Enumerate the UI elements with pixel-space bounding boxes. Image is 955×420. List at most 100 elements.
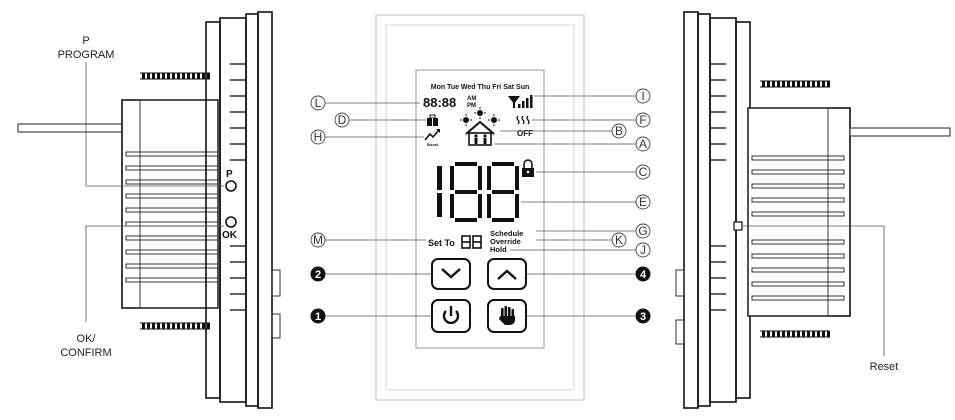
lcd-setpoint-digits <box>461 235 482 249</box>
callout-1: 1 <box>310 308 432 324</box>
callout-D: D <box>334 112 426 128</box>
svg-text:3: 3 <box>640 311 646 323</box>
confirm-label-line2: CONFIRM <box>60 347 111 359</box>
right-clip-b <box>675 319 685 345</box>
callout-C: C <box>536 164 651 180</box>
reset-leader <box>742 225 885 356</box>
front-view: Mon Tue Wed Thu Fri Sat Sun 88:88 AM PM … <box>310 14 651 401</box>
right-bezel-ticks <box>710 63 726 311</box>
svg-text:G: G <box>638 224 647 238</box>
callout-B: B <box>500 123 627 139</box>
callout-L: L <box>310 95 420 111</box>
lcd-override: Override <box>490 237 521 246</box>
callout-2: 2 <box>310 266 432 282</box>
p-key-label: P <box>226 169 233 180</box>
left-clip-b <box>271 313 281 339</box>
svg-text:1: 1 <box>315 311 321 323</box>
hand-icon <box>499 306 515 325</box>
sun-moon-icons <box>460 107 500 126</box>
svg-text:H: H <box>314 130 323 144</box>
svg-text:L: L <box>315 96 322 110</box>
right-wire <box>849 127 951 137</box>
svg-text:B: B <box>615 124 623 138</box>
right-screw-bottom <box>760 330 830 338</box>
lcd-pm: PM <box>467 103 476 109</box>
left-wire <box>17 123 123 133</box>
right-side-view: Reset <box>675 11 951 409</box>
power-button[interactable] <box>431 299 471 333</box>
right-screw-top <box>760 80 830 88</box>
lcd-temperature-digits <box>437 162 519 222</box>
boost-icon <box>424 129 440 141</box>
callout-3: 3 <box>526 308 651 324</box>
svg-text:A: A <box>639 137 647 151</box>
hand-override-button[interactable] <box>487 299 527 333</box>
program-label-line1: P <box>82 35 89 47</box>
right-vents <box>751 155 845 301</box>
lcd-off: OFF <box>517 129 533 138</box>
callout-F: F <box>532 112 651 128</box>
heating-icon <box>516 115 530 125</box>
callout-G: G <box>536 223 651 239</box>
svg-text:4: 4 <box>640 269 647 281</box>
svg-text:J: J <box>640 243 646 257</box>
callout-M: M <box>310 232 426 248</box>
lcd-schedule: Schedule <box>490 229 523 238</box>
lcd-clock: 88:88 <box>423 95 456 110</box>
svg-text:I: I <box>641 89 644 103</box>
ok-key-label: OK <box>222 230 238 241</box>
svg-text:D: D <box>338 113 347 127</box>
left-bezel-ticks <box>230 63 246 311</box>
callout-H: H <box>310 129 424 145</box>
left-cover <box>245 13 259 407</box>
signal-icon <box>508 95 533 108</box>
callout-E: E <box>521 194 651 210</box>
chevron-up-icon <box>497 269 517 280</box>
ok-key[interactable] <box>225 216 237 228</box>
p-key[interactable] <box>225 180 237 192</box>
reset-pinhole[interactable] <box>733 221 743 231</box>
svg-text:E: E <box>639 195 647 209</box>
lcd-hold: Hold <box>490 245 507 254</box>
right-clip-a <box>675 269 685 297</box>
svg-text:K: K <box>615 233 623 247</box>
left-screw-bottom <box>140 322 210 330</box>
right-face <box>683 11 699 409</box>
front-inner-frame <box>385 24 575 391</box>
lcd-days: Mon Tue Wed Thu Fri Sat Sun <box>431 84 530 91</box>
lcd-set-to: Set To <box>428 238 455 248</box>
lock-icon <box>522 159 534 177</box>
svg-text:F: F <box>639 113 646 127</box>
up-button[interactable] <box>487 258 527 290</box>
left-clip-a <box>271 269 281 297</box>
lcd-am: AM <box>467 96 476 102</box>
home-icon <box>465 120 495 146</box>
away-briefcase-icon <box>427 114 438 126</box>
svg-text:M: M <box>313 233 323 247</box>
power-icon <box>442 306 460 325</box>
callout-I: I <box>534 88 651 104</box>
left-vents <box>125 151 219 283</box>
callout-K: K <box>536 232 627 248</box>
program-leader <box>85 62 224 187</box>
left-face <box>257 11 273 409</box>
confirm-leader <box>85 225 224 322</box>
left-side-view: P OK P PROGRAM OK/ CONFIRM <box>17 11 281 409</box>
left-back-box <box>121 99 219 309</box>
left-screw-top <box>140 72 210 80</box>
down-button[interactable] <box>431 258 471 290</box>
svg-text:2: 2 <box>315 269 321 281</box>
reset-label: Reset <box>870 361 899 373</box>
right-cover <box>697 13 711 407</box>
right-bezel <box>709 17 737 403</box>
callout-J: J <box>510 242 651 258</box>
boost-label: Boost <box>427 142 439 147</box>
confirm-label-line1: OK/ <box>77 333 97 345</box>
callout-4: 4 <box>526 266 651 282</box>
chevron-down-icon <box>441 268 461 279</box>
left-bezel <box>219 17 247 403</box>
program-label-line2: PROGRAM <box>58 49 115 61</box>
callout-A: A <box>494 136 651 152</box>
